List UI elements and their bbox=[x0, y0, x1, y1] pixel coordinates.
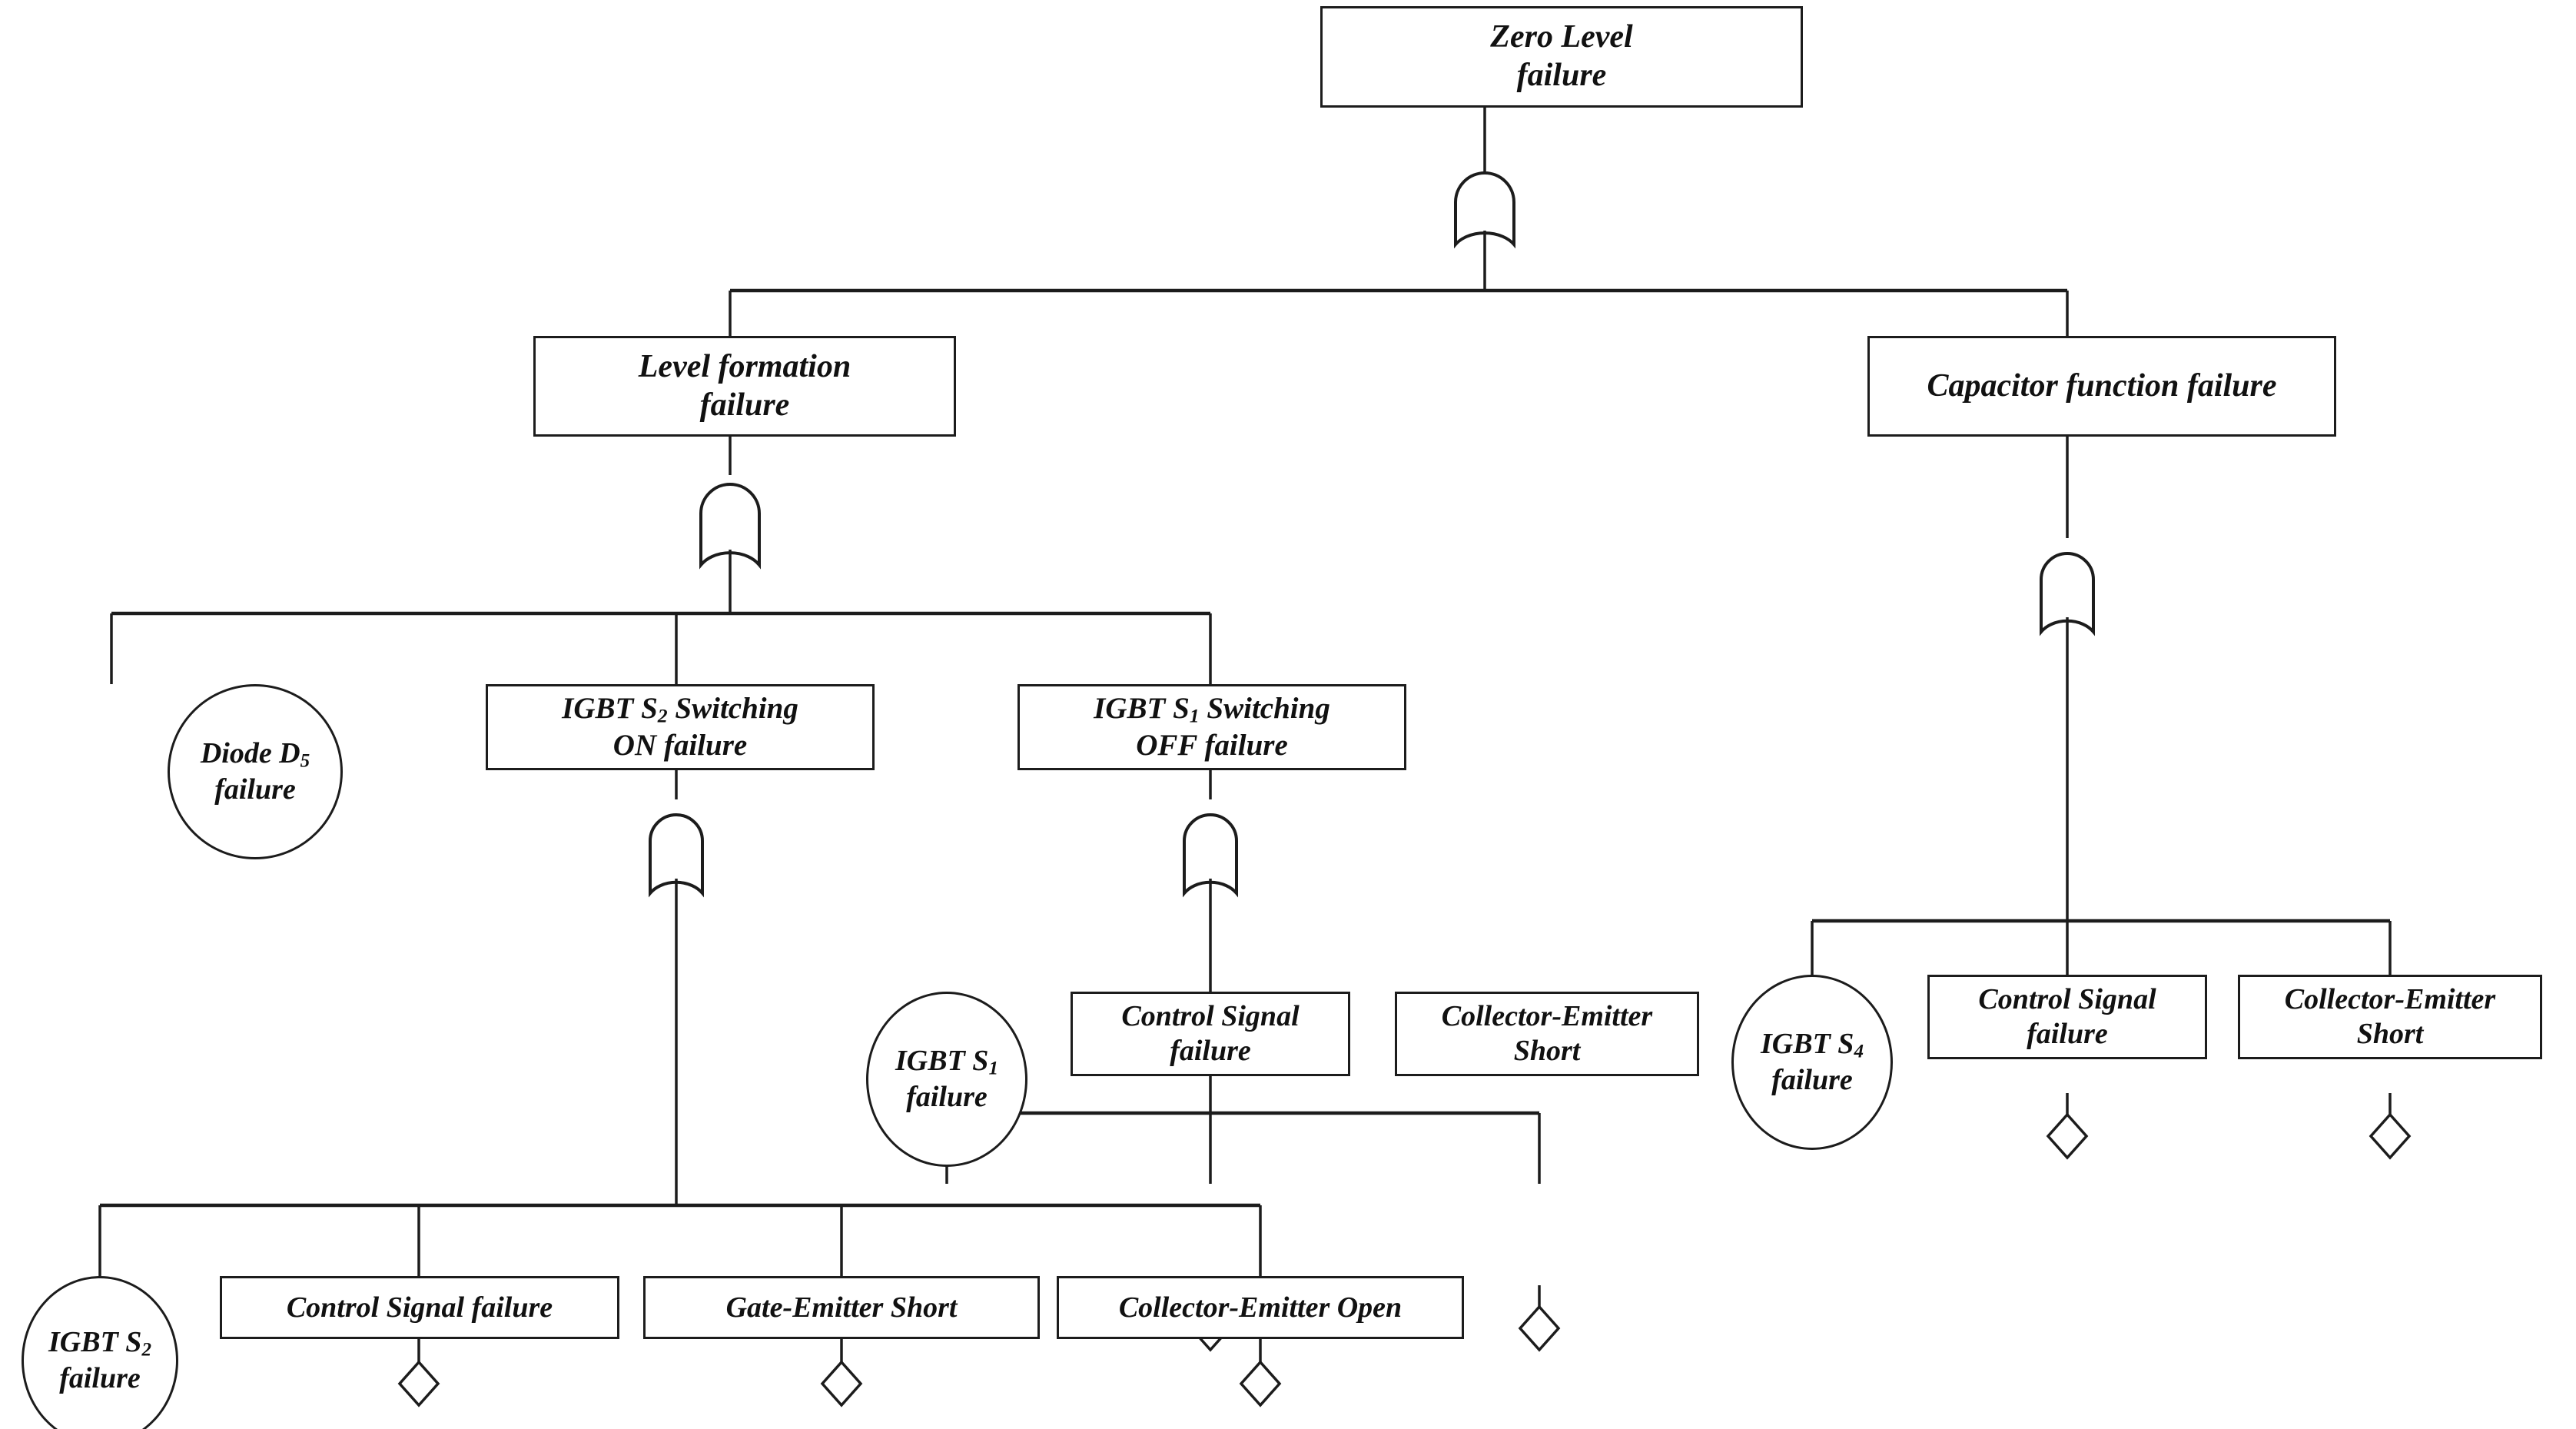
or-gate-igbt-s2-on bbox=[649, 813, 704, 898]
node-igbt-s1-switching-off-failure[interactable]: IGBT S1 Switching OFF failure bbox=[1017, 684, 1406, 770]
node-igbt-s2-switching-on-failure[interactable]: IGBT S2 Switching ON failure bbox=[486, 684, 875, 770]
node-igbt-s1-failure-label: IGBT S1 failure bbox=[895, 1045, 998, 1114]
node-control-signal-failure-bottom-label: Control Signal failure bbox=[286, 1291, 553, 1324]
node-collector-emitter-short-mid-label: Collector-Emitter Short bbox=[1441, 1000, 1653, 1067]
node-level-formation-failure-label: Level formation failure bbox=[638, 348, 851, 423]
diamond-ce-short-mid bbox=[1518, 1304, 1561, 1352]
subscript-1: 1 bbox=[988, 1058, 998, 1079]
node-gate-emitter-short-bottom-label: Gate-Emitter Short bbox=[725, 1291, 958, 1324]
node-collector-emitter-short-mid[interactable]: Collector-Emitter Short bbox=[1395, 992, 1699, 1076]
node-collector-emitter-short-right-label: Collector-Emitter Short bbox=[2284, 983, 2496, 1050]
diamond-ctrl-signal-bottom bbox=[397, 1360, 440, 1407]
node-control-signal-failure-right-label: Control Signal failure bbox=[1978, 983, 2156, 1050]
node-control-signal-failure-mid-label: Control Signal failure bbox=[1121, 1000, 1300, 1067]
diamond-ctrl-signal-right bbox=[2046, 1112, 2089, 1160]
node-igbt-s2-failure[interactable]: IGBT S2 failure bbox=[22, 1276, 178, 1429]
node-igbt-s4-failure[interactable]: IGBT S4 failure bbox=[1731, 975, 1893, 1150]
or-gate-capacitor bbox=[2040, 552, 2095, 636]
node-control-signal-failure-right[interactable]: Control Signal failure bbox=[1927, 975, 2207, 1059]
node-capacitor-function-failure-label: Capacitor function failure bbox=[1927, 367, 2277, 404]
diamond-ce-open-bottom bbox=[1239, 1360, 1282, 1407]
node-diode-d5-failure-label: Diode D5 failure bbox=[200, 737, 310, 806]
node-level-formation-failure[interactable]: Level formation failure bbox=[533, 336, 956, 437]
node-igbt-s2-switching-on-failure-label: IGBT S2 Switching ON failure bbox=[562, 691, 798, 762]
diamond-ge-short-bottom bbox=[820, 1360, 863, 1407]
node-igbt-s1-switching-off-failure-label: IGBT S1 Switching OFF failure bbox=[1094, 691, 1330, 762]
node-diode-d5-failure[interactable]: Diode D5 failure bbox=[168, 684, 343, 859]
node-control-signal-failure-mid[interactable]: Control Signal failure bbox=[1071, 992, 1350, 1076]
diamond-ce-short-right bbox=[2369, 1112, 2412, 1160]
node-gate-emitter-short-bottom[interactable]: Gate-Emitter Short bbox=[643, 1276, 1040, 1339]
subscript-5: 5 bbox=[300, 750, 310, 772]
subscript-1: 1 bbox=[1189, 704, 1200, 727]
subscript-2: 2 bbox=[657, 704, 668, 727]
node-collector-emitter-open-bottom[interactable]: Collector-Emitter Open bbox=[1057, 1276, 1464, 1339]
node-collector-emitter-short-right[interactable]: Collector-Emitter Short bbox=[2238, 975, 2542, 1059]
node-capacitor-function-failure[interactable]: Capacitor function failure bbox=[1867, 336, 2336, 437]
or-gate-level-formation bbox=[699, 483, 761, 570]
node-top-event-label: Zero Level failure bbox=[1490, 19, 1633, 93]
or-gate-igbt-s1-off bbox=[1183, 813, 1238, 898]
node-igbt-s4-failure-label: IGBT S4 failure bbox=[1761, 1028, 1864, 1097]
node-igbt-s1-failure[interactable]: IGBT S1 failure bbox=[866, 992, 1027, 1167]
subscript-2: 2 bbox=[141, 1339, 151, 1361]
node-control-signal-failure-bottom[interactable]: Control Signal failure bbox=[220, 1276, 619, 1339]
subscript-4: 4 bbox=[1854, 1041, 1864, 1062]
node-top-event[interactable]: Zero Level failure bbox=[1320, 6, 1803, 108]
node-igbt-s2-failure-label: IGBT S2 failure bbox=[48, 1326, 151, 1395]
or-gate-top bbox=[1454, 171, 1515, 249]
node-collector-emitter-open-bottom-label: Collector-Emitter Open bbox=[1118, 1291, 1403, 1324]
